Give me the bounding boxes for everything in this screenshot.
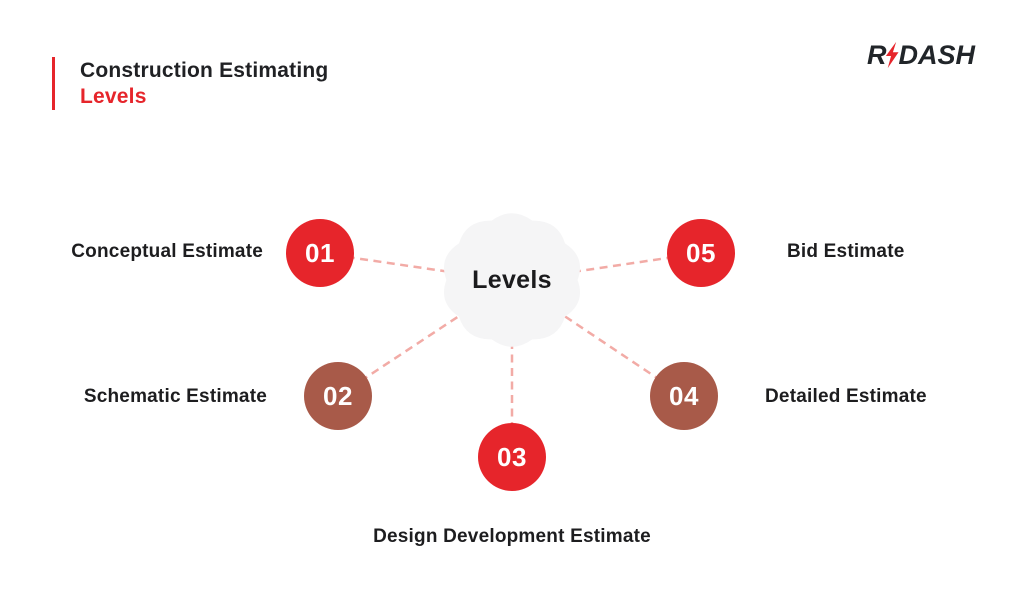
page-title: Construction Estimating Levels [80,58,328,110]
node-circle-01: 01 [286,219,354,287]
center-node-label: Levels [472,265,552,294]
node-number-03: 03 [497,441,527,472]
rdash-logo: R DASH [867,40,975,71]
node-label-detailed-estimate: Detailed Estimate [765,386,927,407]
node-label-conceptual-estimate: Conceptual Estimate [71,241,263,262]
node-number-02: 02 [323,380,353,411]
node-circle-02: 02 [304,362,372,430]
node-circle-05: 05 [667,219,735,287]
node-circle-04: 04 [650,362,718,430]
lightning-bolt-icon [886,41,900,68]
node-label-schematic-estimate: Schematic Estimate [83,386,267,407]
center-node: Levels [430,202,594,358]
node-number-01: 01 [305,237,335,268]
node-label-design-development-estimate: Design Development Estimate [373,526,651,547]
connector-02 [337,279,513,398]
center-blob-shape [443,213,581,347]
page-title-line2: Levels [80,85,147,108]
node-label-bid-estimate: Bid Estimate [787,241,905,262]
logo-text-dash: DASH [898,40,975,70]
page-title-line1: Construction Estimating [80,59,329,82]
node-number-04: 04 [669,380,699,411]
logo-text-r: R [866,40,887,70]
node-circle-03: 03 [478,423,546,491]
title-accent-bar [52,57,55,110]
node-number-05: 05 [686,237,716,268]
